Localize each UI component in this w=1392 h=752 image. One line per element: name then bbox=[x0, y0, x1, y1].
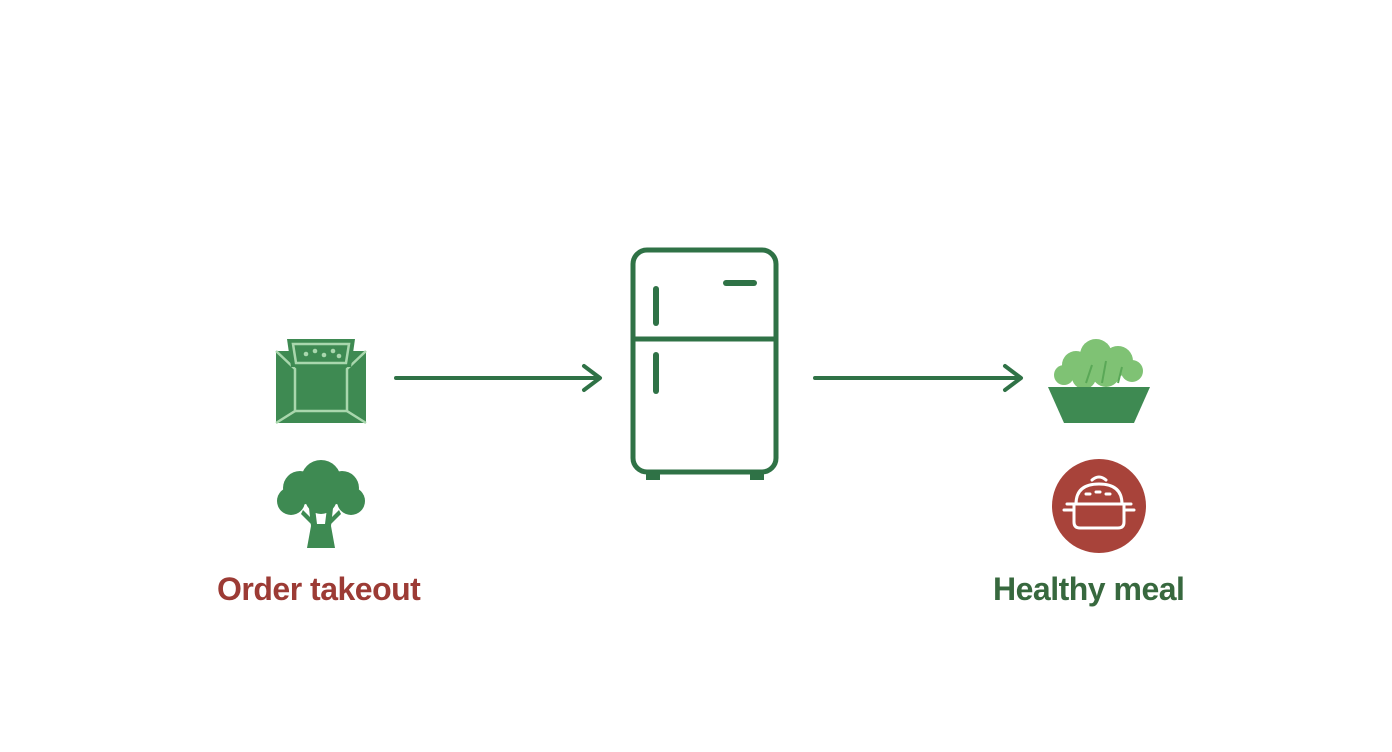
arrow-right-icon bbox=[813, 364, 1023, 392]
arrow-right-icon bbox=[394, 364, 602, 392]
cooking-pot-icon bbox=[1052, 459, 1146, 553]
salad-bowl-icon bbox=[1048, 339, 1150, 423]
broccoli-icon bbox=[277, 460, 365, 548]
refrigerator-icon bbox=[630, 247, 779, 480]
label-order-takeout: Order takeout bbox=[217, 571, 421, 607]
label-healthy-meal: Healthy meal bbox=[993, 571, 1185, 607]
takeout-bag-icon bbox=[275, 339, 367, 425]
